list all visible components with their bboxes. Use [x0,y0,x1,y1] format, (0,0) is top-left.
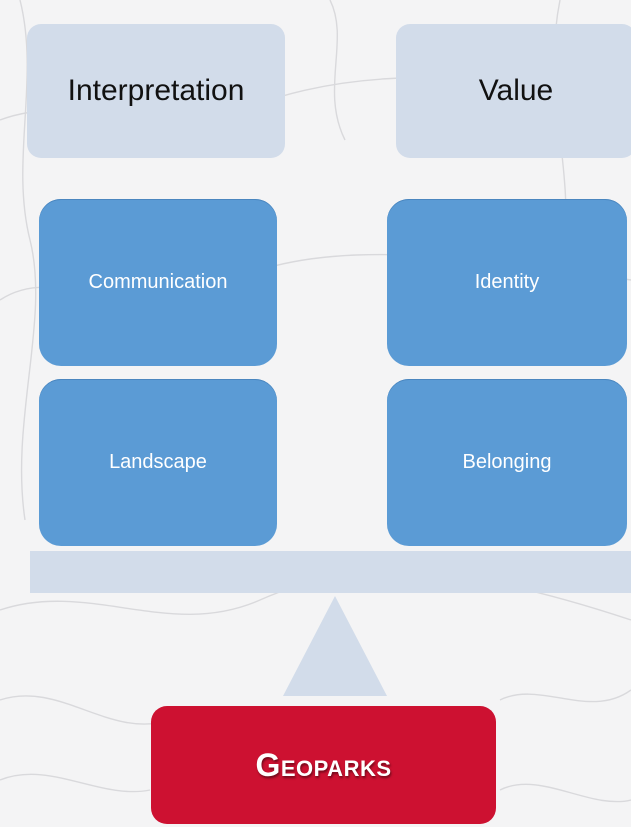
header-interpretation: Interpretation [27,24,285,158]
block-communication: Communication [39,199,277,366]
geoparks-base: Geoparks [151,706,496,824]
block-identity: Identity [387,199,627,366]
header-value: Value [396,24,631,158]
balance-beam [30,551,631,593]
fulcrum-triangle [283,596,387,696]
block-belonging: Belonging [387,379,627,546]
block-landscape: Landscape [39,379,277,546]
